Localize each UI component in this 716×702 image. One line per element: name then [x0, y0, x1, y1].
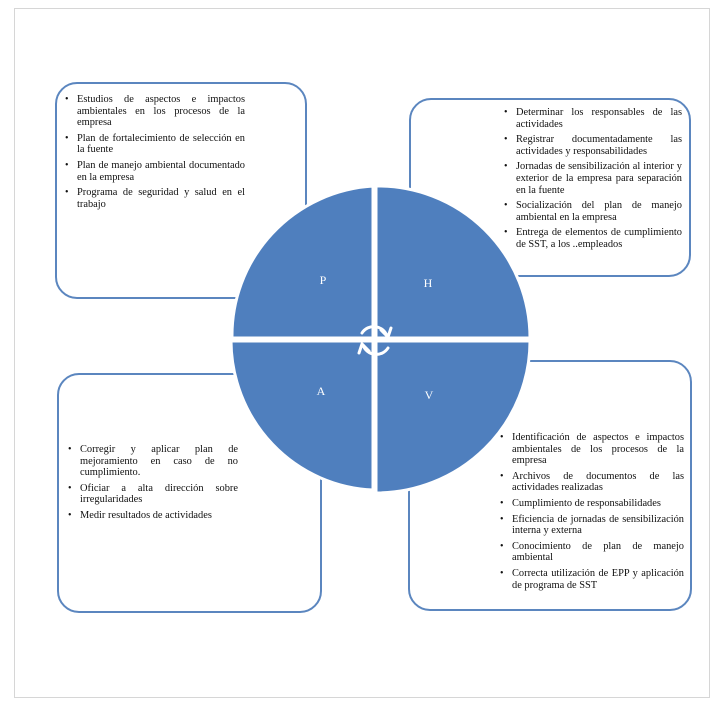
do-box: Determinar los responsables de las activ…	[409, 98, 691, 277]
list-item: Cumplimiento de responsabilidades	[500, 498, 684, 510]
list-item: Programa de seguridad y salud en el trab…	[65, 187, 245, 210]
list-item: Archivos de documentos de las actividade…	[500, 471, 684, 494]
list-item: Corregir y aplicar plan de mejoramiento …	[68, 444, 238, 479]
cycle-arrows-icon	[357, 325, 393, 356]
quadrant-h	[374, 184, 532, 340]
act-list: Corregir y aplicar plan de mejoramiento …	[68, 444, 238, 526]
check-list: Identificación de aspectos e impactos am…	[500, 432, 684, 595]
list-item: Eficiencia de jornadas de sensibilizació…	[500, 514, 684, 537]
plan-list: Estudios de aspectos e impactos ambienta…	[65, 94, 245, 214]
diagram-frame	[14, 8, 710, 698]
quadrant-a	[229, 339, 375, 492]
list-item: Oficiar a alta dirección sobre irregular…	[68, 483, 238, 506]
quadrant-label-a: A	[317, 384, 326, 398]
list-item: Conocimiento de plan de manejo ambiental	[500, 541, 684, 564]
list-item: Jornadas de sensibilización al interior …	[504, 161, 682, 196]
do-list: Determinar los responsables de las activ…	[504, 107, 682, 255]
list-item: Entrega de elementos de cumplimiento de …	[504, 227, 682, 250]
quadrant-p	[230, 184, 375, 340]
list-item: Socialización del plan de manejo ambient…	[504, 200, 682, 223]
list-item: Correcta utilización de EPP y aplicación…	[500, 568, 684, 591]
quadrant-label-v: V	[425, 388, 434, 402]
list-item: Identificación de aspectos e impactos am…	[500, 432, 684, 467]
quadrant-v	[374, 339, 532, 495]
list-item: Medir resultados de actividades	[68, 510, 238, 522]
list-item: Determinar los responsables de las activ…	[504, 107, 682, 130]
list-item: Plan de manejo ambiental documentado en …	[65, 160, 245, 183]
quadrant-label-h: H	[424, 276, 433, 290]
quadrant-label-p: P	[320, 273, 327, 287]
list-item: Registrar documentadamente las actividad…	[504, 134, 682, 157]
list-item: Estudios de aspectos e impactos ambienta…	[65, 94, 245, 129]
list-item: Plan de fortalecimiento de selección en …	[65, 133, 245, 156]
